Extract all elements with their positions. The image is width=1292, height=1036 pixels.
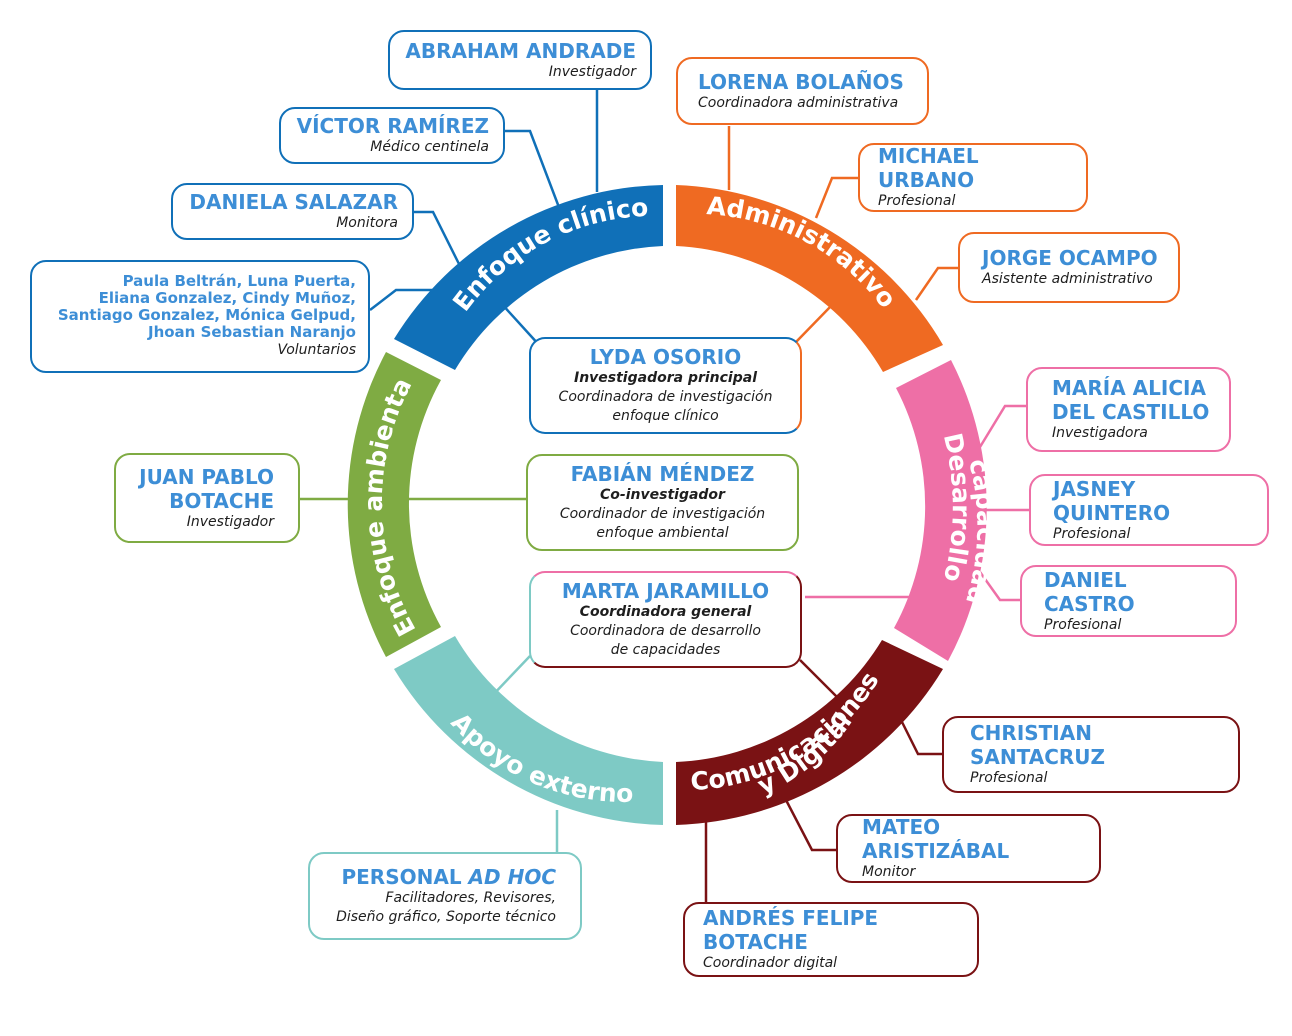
person-name: DANIELA SALAZAR xyxy=(189,190,398,214)
person-name: JASNEY QUINTERO xyxy=(1053,476,1171,525)
person-role: Facilitadores, Revisores, Diseño gráfico… xyxy=(336,890,556,925)
ring xyxy=(347,185,987,825)
person-name: MATEO ARISTIZÁBAL xyxy=(862,815,1010,863)
segment-apoyo-externo xyxy=(394,636,663,825)
card-juan-pablo-botache: JUAN PABLO BOTACHE Investigador xyxy=(114,453,300,543)
person-role: Profesional xyxy=(878,193,956,209)
card-mateo-aristizabal: MATEO ARISTIZÁBAL Monitor xyxy=(836,814,1101,883)
person-name: DANIEL CASTRO xyxy=(1044,567,1135,616)
person-name: PERSONAL AD HOC xyxy=(324,865,556,889)
person-name: ABRAHAM ANDRADE xyxy=(405,38,636,63)
person-title: Co-investigador xyxy=(600,487,725,503)
person-role: Profesional xyxy=(1053,525,1131,542)
card-voluntarios: Paula Beltrán, Luna Puerta, Eliana Gonza… xyxy=(30,260,370,373)
person-title: Coordinadora general xyxy=(579,604,752,620)
volunteer-names: Paula Beltrán, Luna Puerta, Eliana Gonza… xyxy=(57,272,356,341)
card-lorena-bolanos: LORENA BOLAÑOS Coordinadora administrati… xyxy=(676,57,929,125)
personal-label: PERSONAL xyxy=(341,865,469,889)
person-role: Monitora xyxy=(336,215,398,231)
person-name: FABIÁN MÉNDEZ xyxy=(570,462,755,486)
person-role: Coordinador de investigación enfoque amb… xyxy=(559,506,766,541)
card-maria-alicia-del-castillo: MARÍA ALICIA DEL CASTILLO Investigadora xyxy=(1026,367,1231,452)
person-role: Investigadora xyxy=(1052,425,1148,441)
card-personal-ad-hoc: PERSONAL AD HOC Facilitadores, Revisores… xyxy=(308,852,582,940)
person-name: CHRISTIAN SANTACRUZ xyxy=(970,721,1106,769)
person-role: Profesional xyxy=(1044,616,1122,633)
person-name: JUAN PABLO BOTACHE xyxy=(139,464,274,513)
person-role: Asistente administrativo xyxy=(982,271,1153,287)
person-role: Médico centinela xyxy=(370,139,489,155)
person-name: MARÍA ALICIA DEL CASTILLO xyxy=(1052,376,1210,424)
ad-hoc-label: AD HOC xyxy=(468,865,556,889)
person-name: VÍCTOR RAMÍREZ xyxy=(296,114,489,138)
person-name: LYDA OSORIO xyxy=(589,345,742,369)
person-name: JORGE OCAMPO xyxy=(982,246,1158,270)
card-andres-felipe-botache: ANDRÉS FELIPE BOTACHE Coordinador digita… xyxy=(683,902,979,977)
card-abraham-andrade: ABRAHAM ANDRADE Investigador xyxy=(388,30,652,90)
person-role: Coordinadora de investigación enfoque cl… xyxy=(558,389,773,424)
person-role: Investigador xyxy=(186,513,274,530)
person-name: ANDRÉS FELIPE BOTACHE xyxy=(703,906,879,954)
person-role: Monitor xyxy=(862,864,916,880)
person-role: Voluntarios xyxy=(277,342,356,358)
person-role: Coordinadora de desarrollo de capacidade… xyxy=(570,623,761,658)
card-jasney-quintero: JASNEY QUINTERO Profesional xyxy=(1029,474,1269,546)
card-marta-jaramillo: MARTA JARAMILLO Coordinadora general Coo… xyxy=(529,571,802,668)
person-role: Investigador xyxy=(548,63,636,80)
segment-enfoque-ambiental xyxy=(347,352,441,657)
person-name: MICHAEL URBANO xyxy=(878,144,979,192)
segment-enfoque-clinico xyxy=(394,185,663,370)
person-name: MARTA JARAMILLO xyxy=(561,579,770,603)
card-lyda-osorio: LYDA OSORIO Investigadora principal Coor… xyxy=(529,337,802,434)
card-fabian-mendez: FABIÁN MÉNDEZ Co-investigador Coordinado… xyxy=(526,454,799,551)
card-christian-santacruz: CHRISTIAN SANTACRUZ Profesional xyxy=(942,716,1240,793)
card-michael-urbano: MICHAEL URBANO Profesional xyxy=(858,143,1088,212)
card-daniela-salazar: DANIELA SALAZAR Monitora xyxy=(171,183,414,240)
person-name: LORENA BOLAÑOS xyxy=(698,69,904,94)
card-daniel-castro: DANIEL CASTRO Profesional xyxy=(1020,565,1237,637)
card-victor-ramirez: VÍCTOR RAMÍREZ Médico centinela xyxy=(279,107,505,164)
card-jorge-ocampo: JORGE OCAMPO Asistente administrativo xyxy=(958,232,1180,303)
segment-administrativo xyxy=(676,185,943,372)
person-role: Coordinador digital xyxy=(703,955,838,971)
person-role: Profesional xyxy=(970,770,1048,786)
person-role: Coordinadora administrativa xyxy=(698,94,899,111)
person-title: Investigadora principal xyxy=(573,370,757,386)
segment-desarrollo-capacidades xyxy=(894,360,987,661)
segment-comunicaciones-digital xyxy=(676,640,943,825)
